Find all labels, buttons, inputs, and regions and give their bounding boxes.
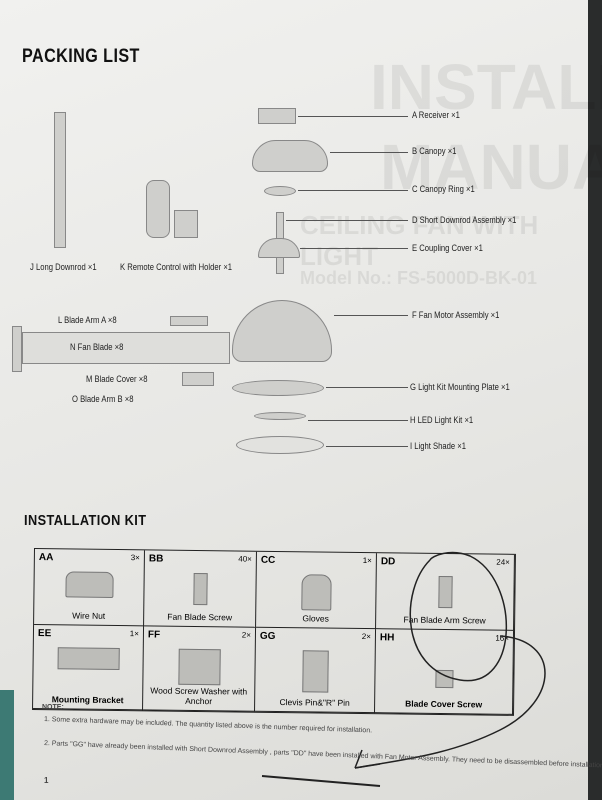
part-j-label: J Long Downrod ×1 xyxy=(30,262,97,272)
part-m-label: M Blade Cover ×8 xyxy=(86,374,148,384)
remote-control-image xyxy=(146,180,170,238)
part-k-label: K Remote Control with Holder ×1 xyxy=(120,262,233,272)
watermark-line: INSTALLATION xyxy=(370,51,602,123)
part-h-label: H LED Light Kit ×1 xyxy=(410,415,474,425)
note-title: NOTE: xyxy=(42,704,64,711)
light-shade-image xyxy=(236,436,324,454)
part-d-label: D Short Downrod Assembly ×1 xyxy=(412,215,517,225)
watermark-line: CEILING FAN WITH LIGHT xyxy=(300,210,539,271)
part-o-label: O Blade Arm B ×8 xyxy=(72,394,134,404)
blade-cover-image xyxy=(12,326,22,372)
part-b-label: B Canopy ×1 xyxy=(412,146,457,156)
part-e-label: E Coupling Cover ×1 xyxy=(412,243,483,253)
part-g-label: G Light Kit Mounting Plate ×1 xyxy=(410,382,510,392)
installation-kit-title: INSTALLATION KIT xyxy=(24,512,147,529)
light-kit-plate-image xyxy=(232,380,324,396)
remote-holder-image xyxy=(174,210,198,238)
part-a-label: A Receiver ×1 xyxy=(412,110,460,120)
part-l-label: L Blade Arm A ×8 xyxy=(58,315,117,325)
receiver-image xyxy=(258,108,296,124)
page-number: 1 xyxy=(44,776,49,785)
watermark-line: MANUAL xyxy=(380,131,602,203)
part-i-label: I Light Shade ×1 xyxy=(410,441,466,451)
led-light-kit-image xyxy=(254,412,306,420)
blade-arm-b-image xyxy=(182,372,214,386)
background-fabric xyxy=(0,690,14,800)
canopy-ring-image xyxy=(264,186,296,196)
part-c-label: C Canopy Ring ×1 xyxy=(412,184,475,194)
packing-list-title: PACKING LIST xyxy=(22,46,140,67)
long-downrod-image xyxy=(54,112,66,248)
watermark-line: Model No.: FS-5000D-BK-01 xyxy=(300,268,538,288)
blade-arm-a-image xyxy=(170,316,208,326)
fan-blade-image xyxy=(22,332,230,364)
part-f-label: F Fan Motor Assembly ×1 xyxy=(412,310,500,320)
part-n-label: N Fan Blade ×8 xyxy=(70,342,124,352)
